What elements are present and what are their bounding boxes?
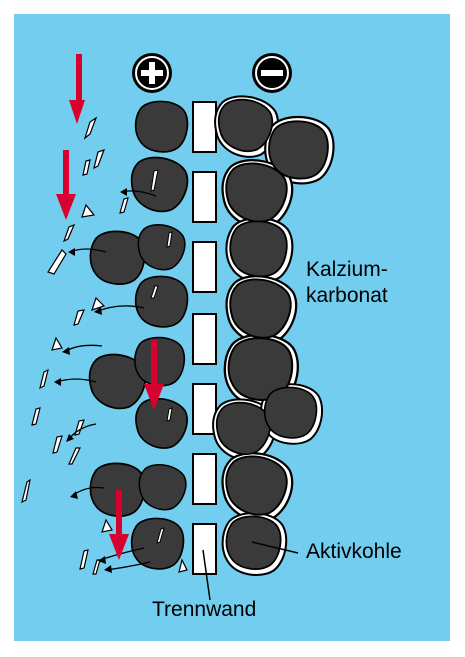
separator-wall <box>193 102 216 574</box>
activated-carbon-label: Aktivkohle <box>306 540 402 564</box>
negative-terminal <box>252 53 292 93</box>
negative-electrode-particles <box>213 96 333 575</box>
positive-electrode-particles <box>90 101 188 568</box>
separator-label: Trennwand <box>152 598 256 622</box>
calcium-carbonate-label-line2: karbonat <box>306 284 388 308</box>
positive-terminal <box>132 53 172 93</box>
calcium-carbonate-label-line1: Kalzium- <box>306 258 388 282</box>
